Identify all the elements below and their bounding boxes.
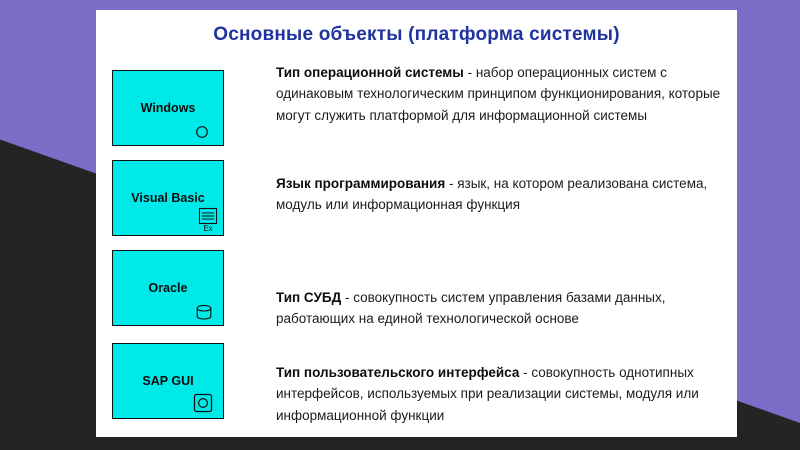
- definition-language: Язык программирования - язык, на котором…: [276, 173, 728, 216]
- slide-title: Основные объекты (платформа системы): [213, 24, 620, 45]
- database-icon: [196, 304, 212, 320]
- box-sap-gui: SAP GUI: [112, 343, 224, 419]
- form-icon: Ex: [198, 207, 218, 233]
- term-language: Язык программирования: [276, 176, 446, 191]
- definition-ui-text: - совокупность однотипных интерфейсов, и…: [276, 365, 699, 423]
- box-label: Windows: [140, 101, 196, 115]
- box-visual-basic: Visual Basic Ex: [112, 160, 224, 236]
- circle-icon: [196, 126, 208, 138]
- window-icon: [193, 393, 213, 413]
- box-label: Visual Basic: [131, 191, 205, 205]
- definition-os-text: - набор операционных систем с одинаковым…: [276, 65, 721, 123]
- box-label: Oracle: [148, 281, 188, 295]
- slide: Основные объекты (платформа системы) Win…: [96, 10, 737, 437]
- definition-dbms-text: - совокупность систем управления базами …: [276, 290, 666, 327]
- definition-language-text: - язык, на котором реализована система, …: [276, 176, 708, 213]
- definition-dbms: Тип СУБД - совокупность систем управлени…: [276, 287, 728, 330]
- box-windows: Windows: [112, 70, 224, 146]
- term-dbms: Тип СУБД: [276, 290, 342, 305]
- term-ui: Тип пользовательского интерфейса: [276, 365, 520, 380]
- box-oracle: Oracle: [112, 250, 224, 326]
- definition-os: Тип операционной системы - набор операци…: [276, 62, 728, 126]
- definition-ui: Тип пользовательского интерфейса - совок…: [276, 362, 728, 426]
- box-label: SAP GUI: [142, 374, 194, 388]
- form-icon-label: Ex: [203, 224, 212, 233]
- term-os: Тип операционной системы: [276, 65, 464, 80]
